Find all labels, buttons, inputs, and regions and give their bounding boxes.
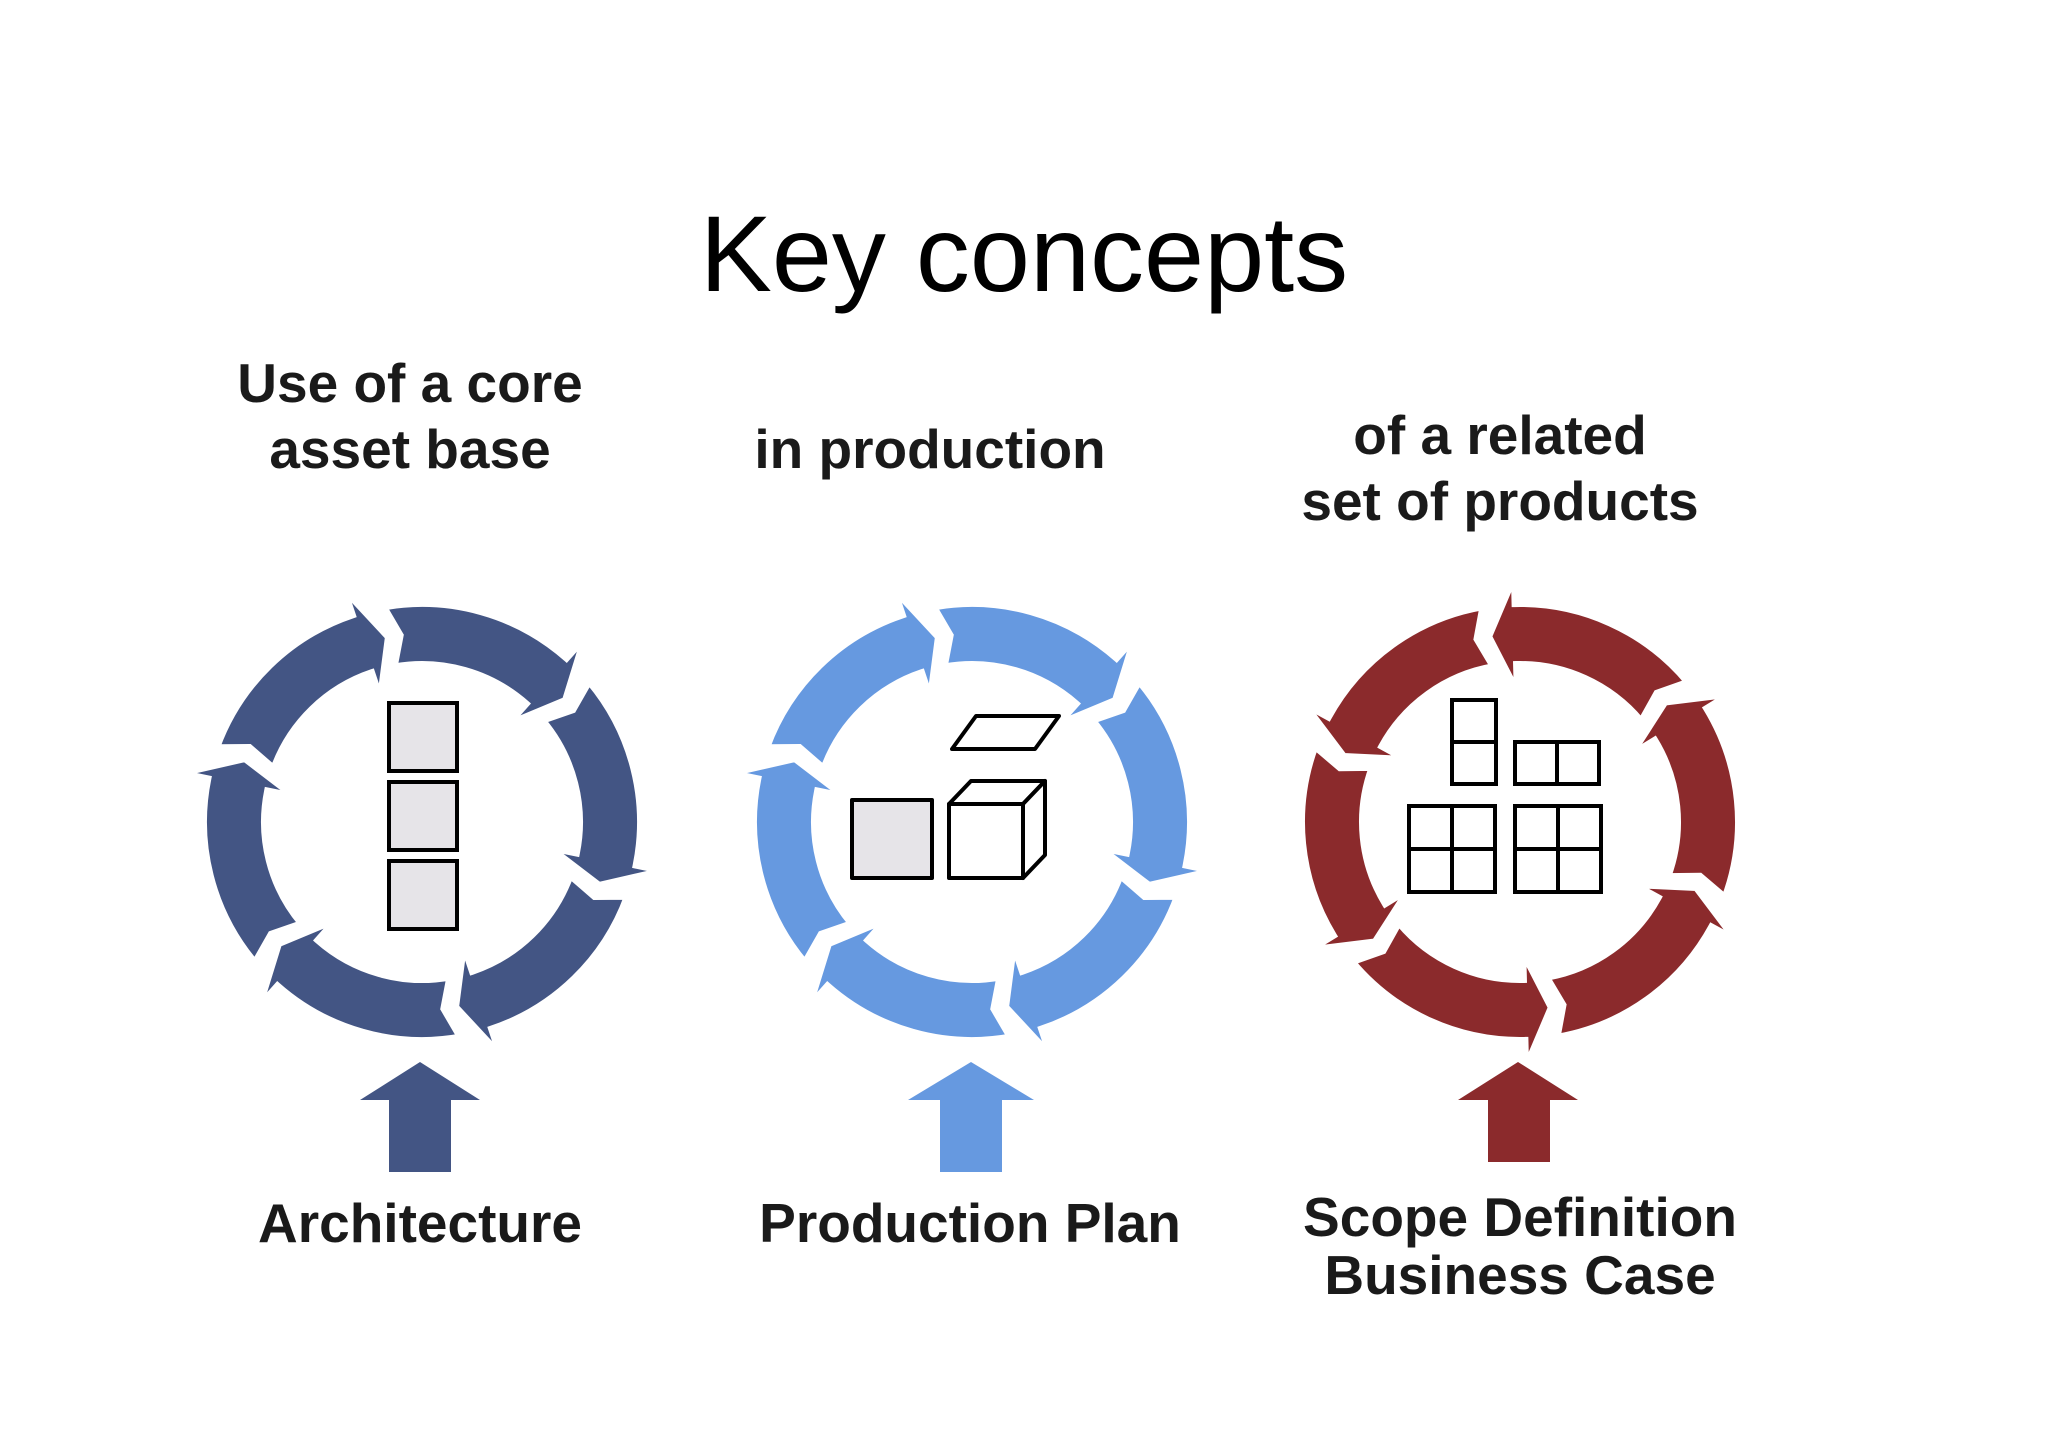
panel-2-production-shapes [850,714,1061,880]
panel-2-cycle [732,588,1212,1056]
cycle-arrow-segment [1630,691,1741,902]
cycle-arrow-segment [929,601,1137,726]
panel-1-heading-line-2: asset base [269,418,551,480]
cycle-arrow-segment [257,918,465,1043]
cycle-arrow-segment [1303,603,1498,762]
product-four-block-right [1513,804,1603,894]
cycle-arrow-segment [1542,882,1737,1041]
square-part-shape [850,798,934,880]
panel-2-heading: in production [700,416,1160,482]
cube-front-face [947,802,1025,880]
panel-2-heading-line-1: in production [754,418,1106,480]
panel-3-foundation-arrow [1458,1062,1578,1162]
cycle-arrow-segment [182,755,306,968]
cycle-arrow-segment [1347,918,1555,1068]
panel-2-foundation-label: Production Plan [730,1190,1210,1256]
panel-1-core-asset-stack [387,701,459,931]
cycle-arrow-segment [1088,676,1212,889]
cycle-arrow-segment [762,588,942,773]
product-wide-two-block [1513,740,1601,786]
cycle-arrow-segment [1485,576,1693,726]
cycle-arrow-segment [379,601,587,726]
panel-1-foundation-line-1: Architecture [258,1192,582,1254]
panel-3-product-set [1407,698,1603,894]
cycle-arrow-segment [807,918,1015,1043]
panel-3-foundation-line-2: Business Case [1324,1244,1716,1306]
core-asset-block [387,701,459,773]
panel-3-foundation-label: Scope Definition Business Case [1250,1188,1790,1304]
core-asset-block [387,859,459,931]
product-tall-two-block [1450,698,1498,786]
panel-3-cycle [1299,576,1741,1068]
panel-1-foundation-arrow [360,1062,480,1172]
panel-2-foundation-line-1: Production Plan [759,1192,1181,1254]
panel-2-foundation-arrow [908,1062,1034,1172]
panel-3-heading: of a related set of products [1250,402,1750,534]
panel-1-heading: Use of a core asset base [180,350,640,482]
cycle-arrow-segment [212,588,392,773]
cycle-arrow-segment [538,676,662,889]
panel-1-heading-line-1: Use of a core [237,352,583,414]
panel-1-foundation-label: Architecture [180,1190,660,1256]
slide-title: Key concepts [699,193,1349,314]
flat-sheet-shape [950,714,1061,751]
product-four-block-left [1407,804,1497,894]
cycle-arrow-segment [452,871,632,1056]
cycle-arrow-segment [1002,871,1182,1056]
panel-3-foundation-line-1: Scope Definition [1303,1186,1737,1248]
panel-3-heading-line-2: set of products [1301,470,1699,532]
cycle-arrow-segment [1299,742,1410,953]
panel-3-heading-line-1: of a related [1353,404,1647,466]
panel-1-cycle [182,588,662,1056]
core-asset-block [387,780,459,852]
cycle-arrow-segment [732,755,856,968]
